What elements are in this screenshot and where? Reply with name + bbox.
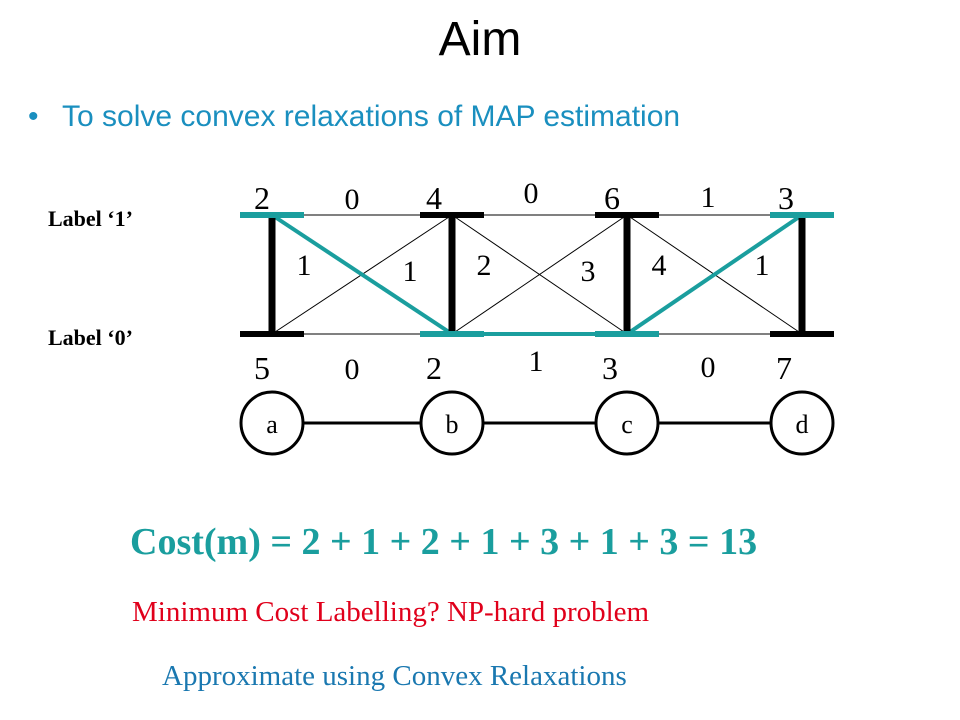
bullet-text: To solve convex relaxations of MAP estim… xyxy=(62,100,681,133)
variable-label-d: d xyxy=(796,410,809,439)
cross-edge xyxy=(451,214,628,335)
pairwise-bottom-bc: 1 xyxy=(529,345,544,378)
unary-top-b: 4 xyxy=(426,180,442,216)
unary-top-d: 3 xyxy=(778,180,794,216)
bullet-item: • To solve convex relaxations of MAP esti… xyxy=(28,100,680,134)
variable-node-a xyxy=(239,390,305,456)
selected-edge-ab xyxy=(270,213,454,336)
label-1-text: Label ‘1’ xyxy=(48,206,133,231)
selected-edge-cd xyxy=(625,213,804,336)
np-hard-note: Minimum Cost Labelling? NP-hard problem xyxy=(132,596,650,628)
variable-node-d xyxy=(769,390,835,456)
variable-label-c: c xyxy=(621,410,633,439)
pairwise-top-cd: 1 xyxy=(701,181,716,214)
variable-label-b: b xyxy=(446,410,459,439)
unary-bottom-b: 2 xyxy=(426,350,442,386)
label-0-text: Label ‘0’ xyxy=(48,325,133,350)
unary-top-a: 2 xyxy=(254,180,270,216)
slide-title: Aim xyxy=(438,13,522,66)
cost-formula: Cost(m) = 2 + 1 + 2 + 1 + 3 + 1 + 3 = 13 xyxy=(130,521,758,563)
variable-label-a: a xyxy=(266,410,278,439)
variable-node-c xyxy=(594,390,660,456)
unary-top-c: 6 xyxy=(604,180,620,216)
pairwise-bottom-ab: 0 xyxy=(345,353,360,386)
pairwise-diag: 1 xyxy=(297,249,312,282)
pairwise-diag: 4 xyxy=(652,249,667,282)
unary-bottom-a: 5 xyxy=(254,350,270,386)
bullet-dot: • xyxy=(28,100,39,133)
unary-bottom-d: 7 xyxy=(776,350,792,386)
pairwise-diag: 1 xyxy=(755,249,770,282)
pairwise-top-bc: 0 xyxy=(524,177,539,210)
pairwise-diag: 3 xyxy=(581,255,596,288)
pairwise-bottom-cd: 0 xyxy=(701,351,716,384)
pairwise-diag: 2 xyxy=(477,249,492,282)
approximation-note: Approximate using Convex Relaxations xyxy=(162,660,627,692)
pairwise-diag: 1 xyxy=(403,255,418,288)
pairwise-top-ab: 0 xyxy=(345,183,360,216)
unary-bottom-c: 3 xyxy=(602,350,618,386)
variable-node-b xyxy=(419,390,485,456)
